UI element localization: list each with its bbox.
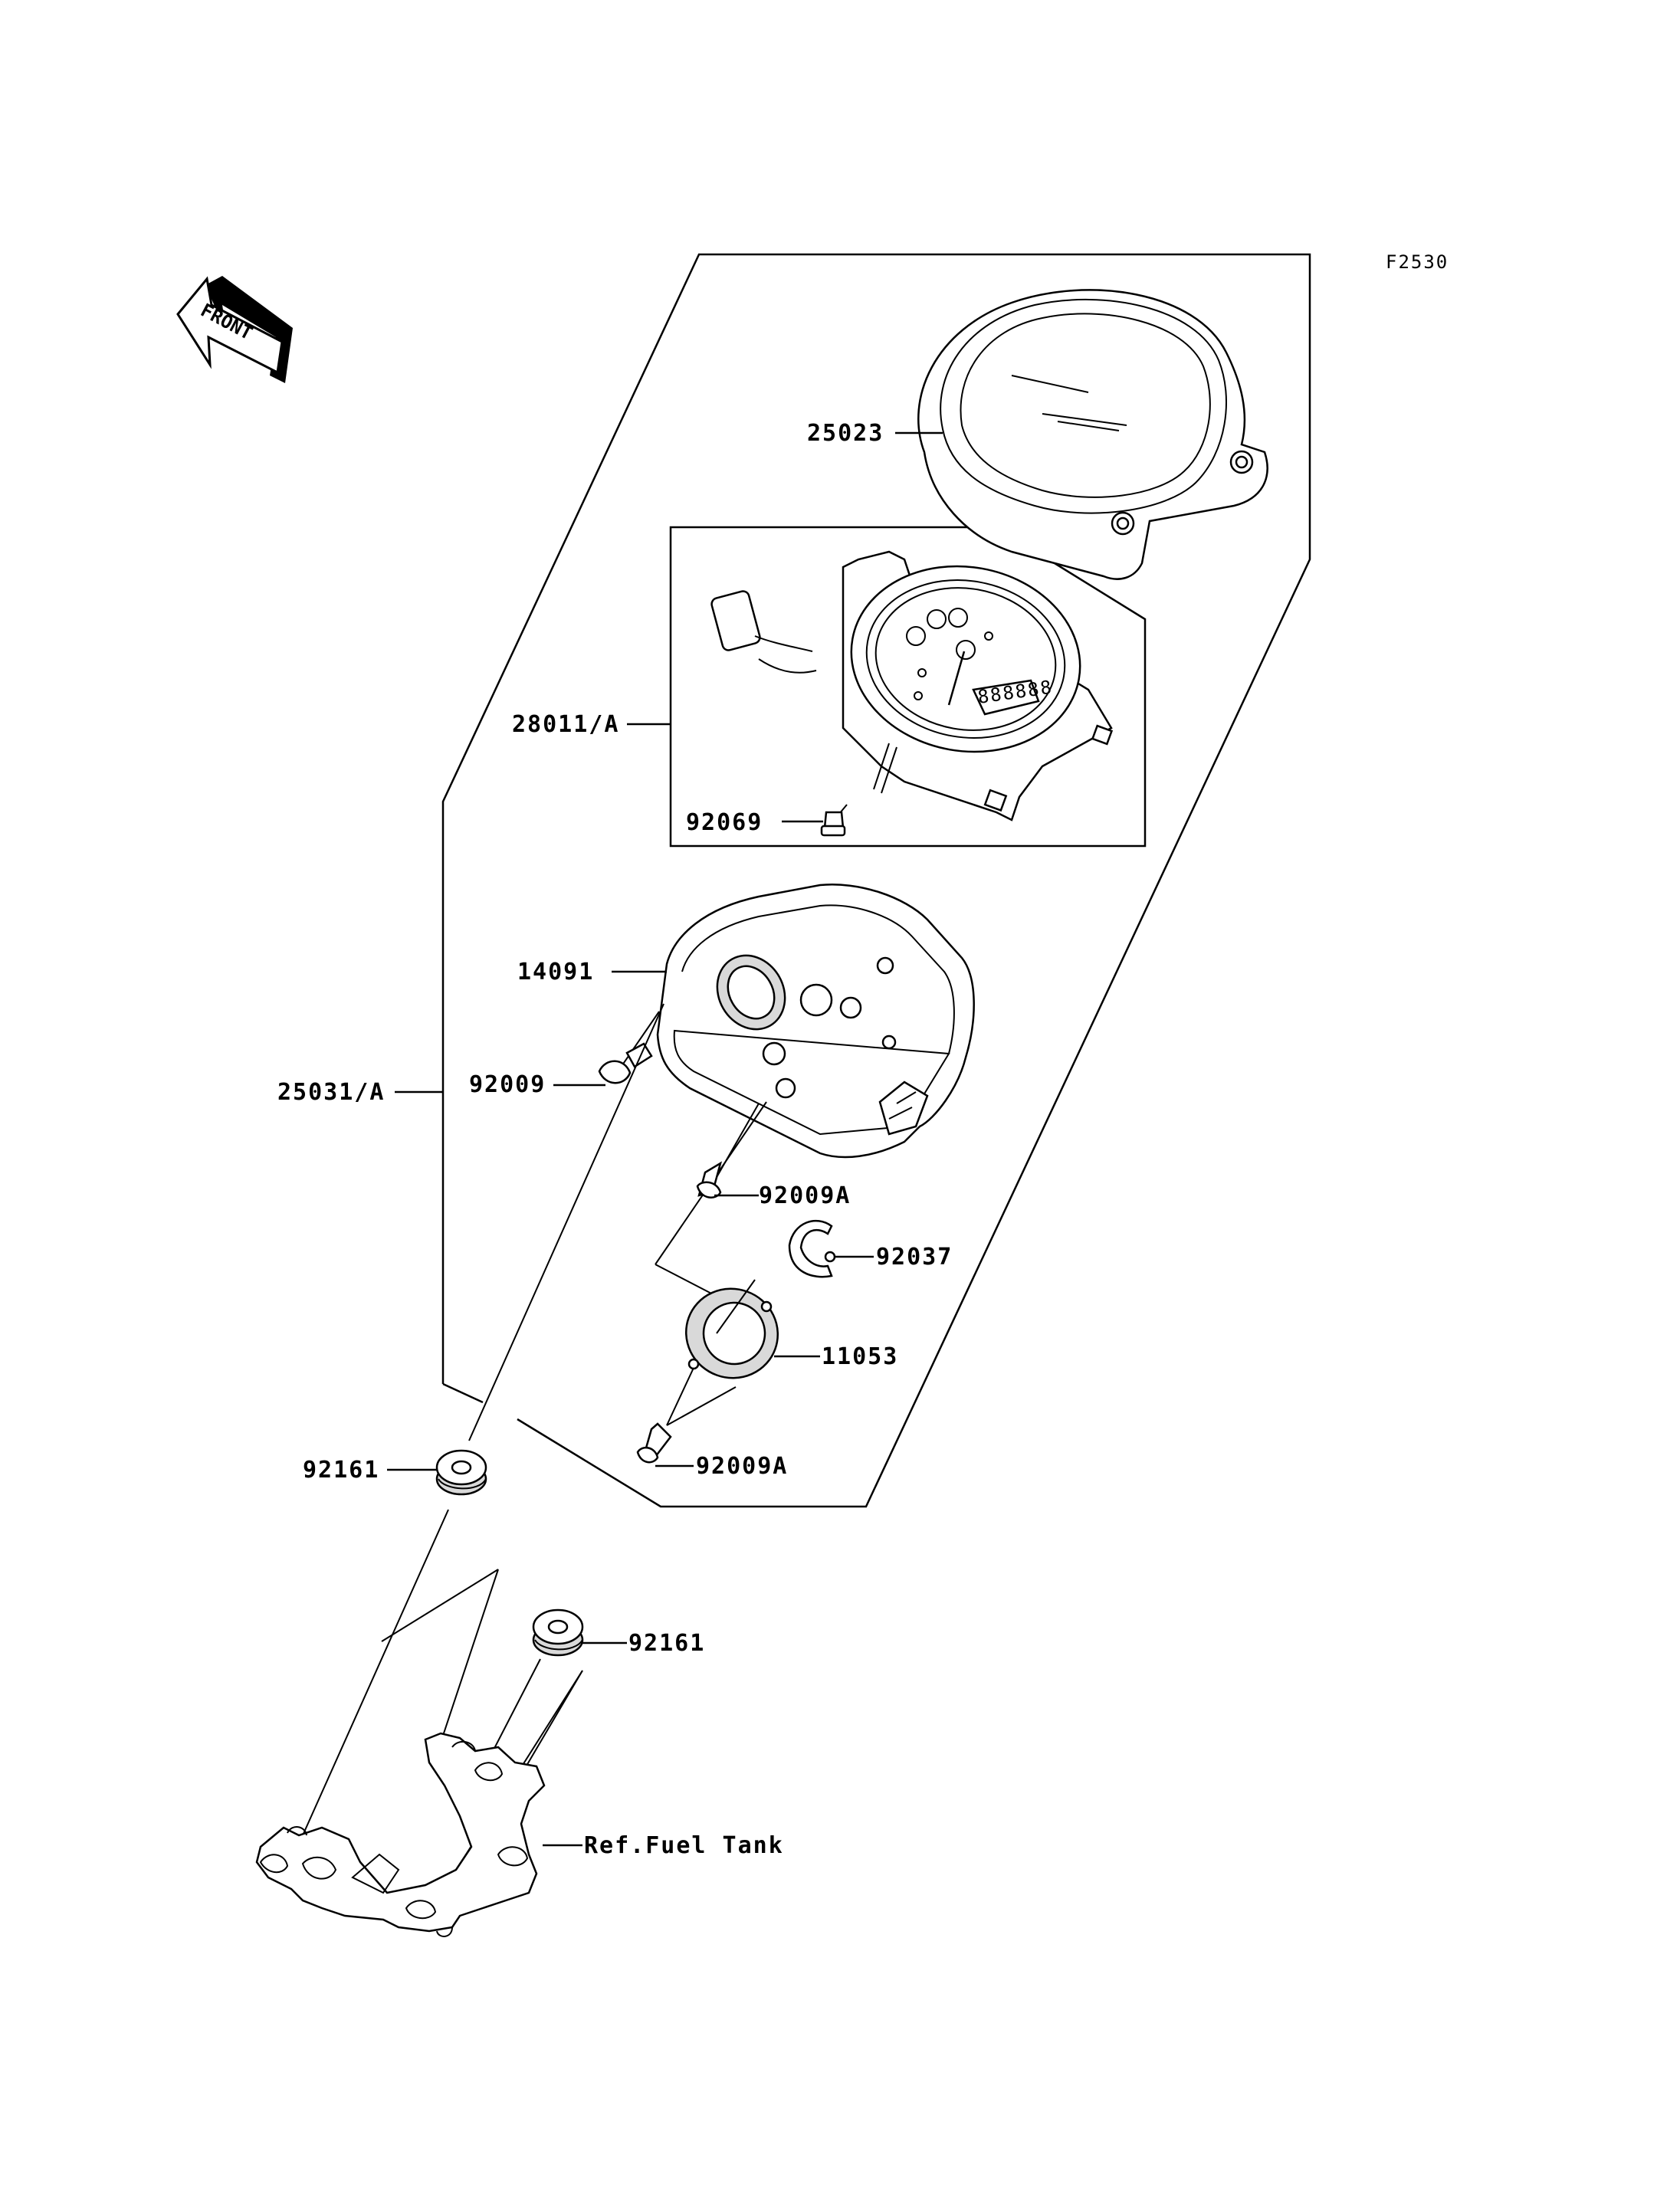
callout-92009A-lower: 92009A [696, 1453, 788, 1480]
assembly-outline-28011A [669, 526, 1147, 848]
screw-92009A-upper-part [655, 1101, 767, 1265]
callout-92161-right: 92161 [628, 1630, 705, 1657]
callout-92037: 92037 [876, 1244, 953, 1271]
figure-code: F2530 [1386, 251, 1449, 273]
callout-92161-left: 92161 [303, 1457, 379, 1484]
callout-25031A: 25031/A [277, 1079, 385, 1106]
callout-28011A: 28011/A [512, 711, 619, 738]
screw-92009A-lower-part [636, 1367, 737, 1464]
grommet-92161-left-part [435, 1449, 487, 1496]
callout-92009: 92009 [469, 1071, 546, 1098]
callout-14091: 14091 [517, 959, 594, 985]
callout-92009A-upper: 92009A [759, 1182, 851, 1209]
fuel-tank-bracket-part [255, 1732, 546, 1937]
front-arrow-icon: FRONT [176, 276, 293, 383]
screw-92009-part [598, 1011, 660, 1084]
screw-92069-part [820, 804, 848, 837]
ring-11053-part [655, 1264, 779, 1379]
meter-case-part [656, 884, 975, 1159]
meter-cover-part [917, 289, 1268, 580]
grommet-92161-right-part [532, 1608, 584, 1657]
meter-assembly-part: 888888 [710, 550, 1114, 821]
callout-11053: 11053 [822, 1343, 898, 1370]
ref-fuel-tank-label: Ref.Fuel Tank [584, 1832, 784, 1859]
callout-92069: 92069 [686, 809, 763, 836]
callout-25023: 25023 [807, 420, 884, 447]
clip-92037-part [788, 1219, 836, 1278]
assembly-outline-25031A [441, 253, 1311, 1508]
